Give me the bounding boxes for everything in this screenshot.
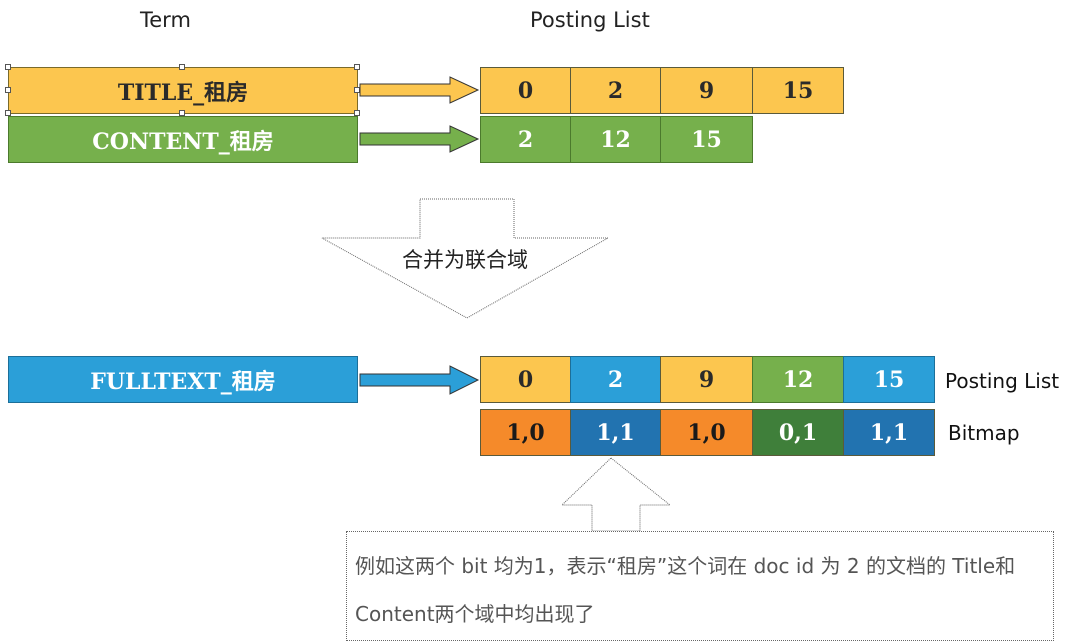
bitmap-label: Bitmap [948, 421, 1020, 445]
content-arrow [359, 125, 480, 153]
bitmap-cell: 1,0 [660, 409, 753, 456]
content-posting-cell: 15 [660, 116, 753, 163]
merged-posting-cell: 12 [752, 356, 844, 403]
merged-posting-cell: 0 [480, 356, 571, 403]
merge-label: 合并为联合域 [402, 248, 528, 272]
merge-down-arrow [321, 198, 610, 319]
bitmap-cell: 1,0 [480, 409, 571, 456]
selection-handle[interactable] [179, 110, 185, 116]
title-posting-cell: 15 [752, 67, 844, 114]
title-arrow [359, 76, 480, 104]
merged-posting-cell: 9 [660, 356, 753, 403]
posting-list-header: Posting List [530, 8, 650, 32]
up-arrow [560, 457, 672, 532]
merged-posting-cell: 2 [570, 356, 661, 403]
content-posting-cell: 12 [570, 116, 661, 163]
term-header: Term [140, 8, 191, 32]
selection-handle[interactable] [179, 64, 185, 70]
content-posting-cell: 2 [480, 116, 571, 163]
selection-handle[interactable] [5, 87, 11, 93]
selection-handle[interactable] [5, 64, 11, 70]
bitmap-cell: 1,1 [843, 409, 935, 456]
fulltext-arrow [359, 365, 480, 395]
explanation-note: 例如这两个 bit 均为1，表示“租房”这个词在 doc id 为 2 的文档的… [346, 531, 1054, 641]
selection-handle[interactable] [354, 64, 360, 70]
selection-handle[interactable] [5, 110, 11, 116]
merged-posting-cell: 15 [843, 356, 935, 403]
bitmap-cell: 0,1 [752, 409, 844, 456]
posting-list-label: Posting List [945, 369, 1060, 393]
content-term-box[interactable]: CONTENT_租房 [8, 116, 358, 163]
title-posting-cell: 0 [480, 67, 571, 114]
selection-handle[interactable] [354, 110, 360, 116]
bitmap-cell: 1,1 [570, 409, 661, 456]
connector-arrows [321, 76, 672, 532]
title-posting-cell: 2 [570, 67, 661, 114]
fulltext-term-box[interactable]: FULLTEXT_租房 [8, 356, 358, 403]
